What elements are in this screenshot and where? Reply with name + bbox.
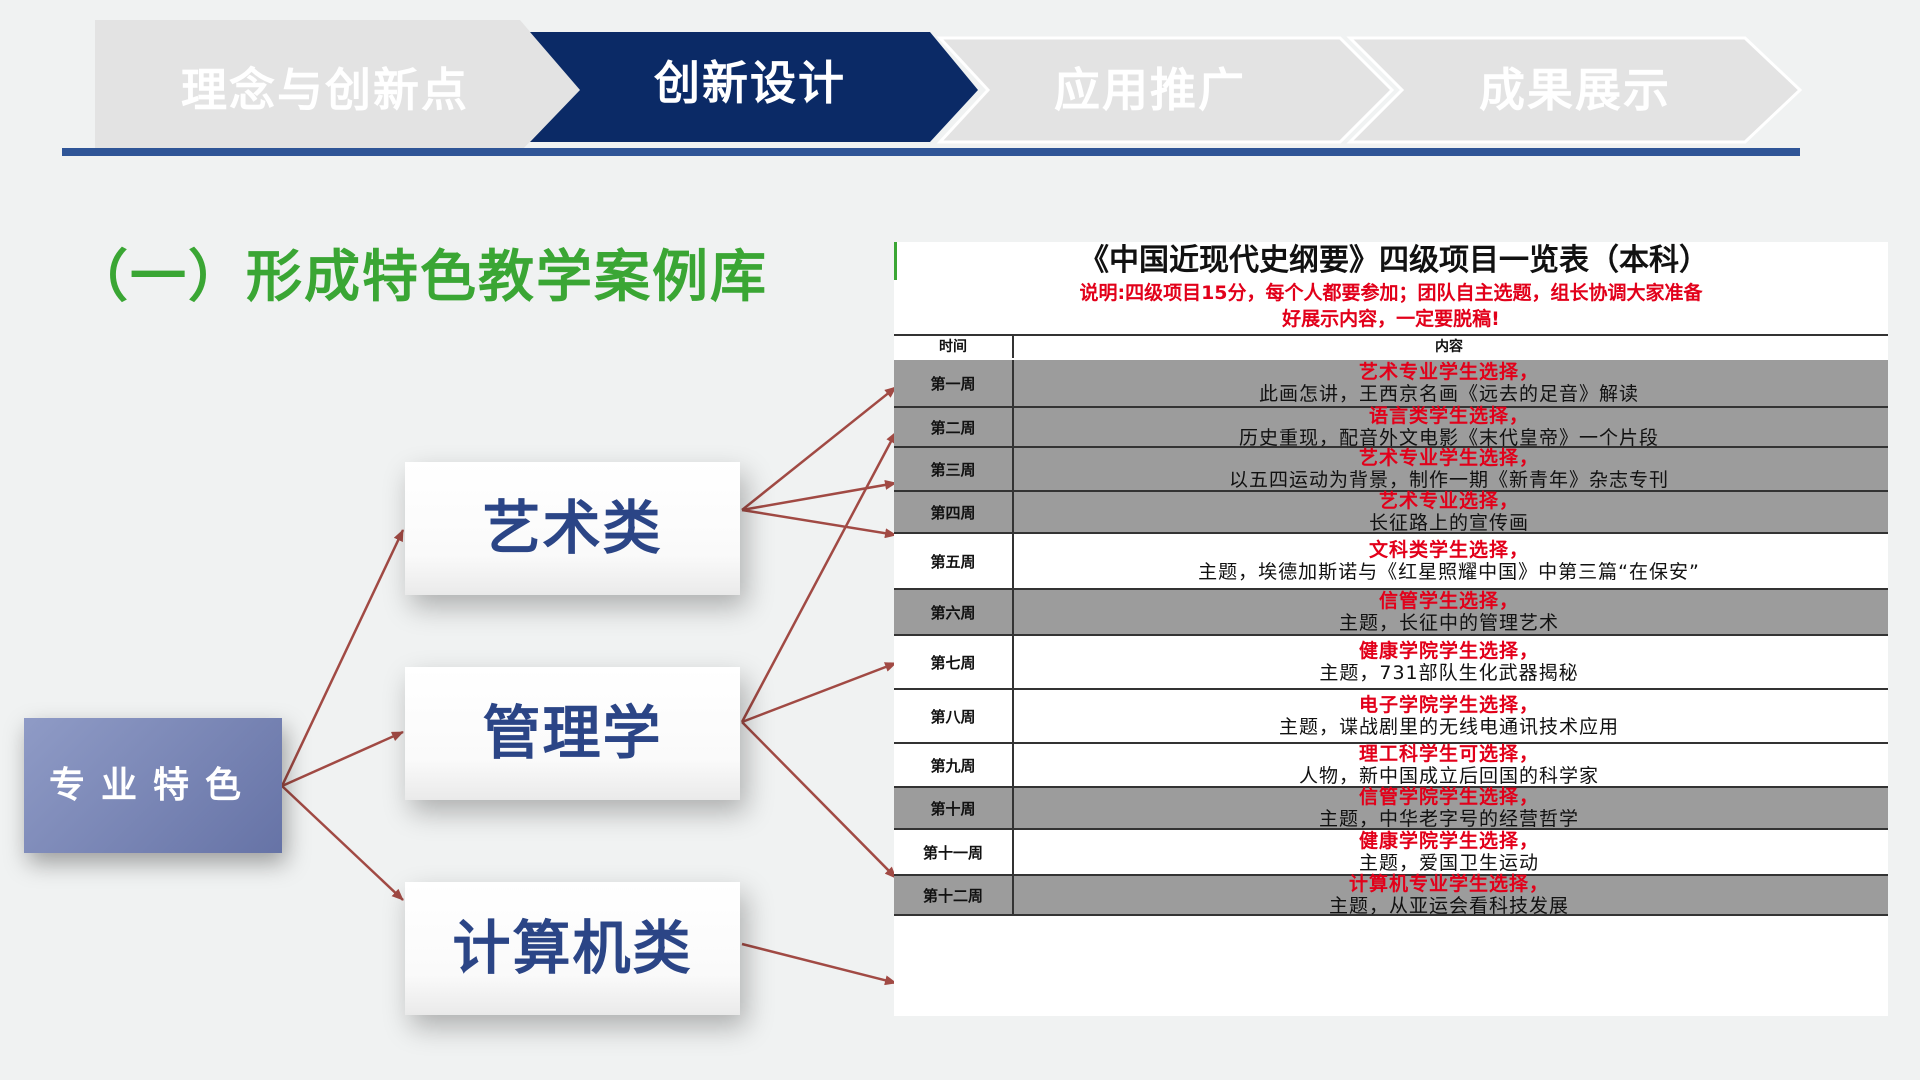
- step-tab-design[interactable]: 创新设计: [654, 56, 846, 110]
- row-week-label: 第七周: [894, 636, 1014, 688]
- header-week: 时间: [894, 336, 1014, 358]
- table-row: 第一周艺术专业学生选择，此画怎讲，王西京名画《远去的足音》解读: [894, 360, 1888, 408]
- row-topic-text: 主题，731部队生化武器揭秘: [1319, 662, 1579, 684]
- step-tab-results[interactable]: 成果展示: [1479, 63, 1671, 117]
- arrow-root-to-management: [281, 730, 404, 788]
- row-topic-text: 主题，长征中的管理艺术: [1338, 612, 1559, 634]
- row-topic-text: 此画怎讲，王西京名画《远去的足音》解读: [1258, 383, 1639, 405]
- row-content: 信管学院学生选择，主题，中华老字号的经营哲学: [1014, 786, 1884, 830]
- arrow-art-to-week4: [741, 508, 897, 539]
- table-note: 说明:四级项目15分，每个人都要参加；团队自主选题，组长协调大家准备 好展示内容…: [898, 280, 1884, 332]
- row-week-label: 第八周: [894, 690, 1014, 742]
- row-audience-text: 理工科学生可选择，: [1358, 743, 1539, 765]
- table-note-line-1: 说明:四级项目15分，每个人都要参加；团队自主选题，组长协调大家准备: [1079, 282, 1703, 304]
- row-topic-text: 主题，谍战剧里的无线电通讯技术应用: [1278, 716, 1619, 738]
- row-topic-text: 主题，爱国卫生运动: [1358, 852, 1539, 874]
- row-content: 电子学院学生选择，主题，谍战剧里的无线电通讯技术应用: [1014, 690, 1884, 742]
- step-3-shape: [936, 36, 1395, 144]
- row-week-label: 第四周: [894, 492, 1014, 532]
- step-tab-concept[interactable]: 理念与创新点: [181, 63, 469, 117]
- arrow-management-to-week2: [740, 431, 898, 723]
- table-row: 第六周信管学生选择，主题，长征中的管理艺术: [894, 590, 1888, 636]
- arrow-management-to-week6: [741, 661, 897, 724]
- row-week-label: 第十周: [894, 788, 1014, 828]
- table-row: 第二周语言类学生选择，历史重现，配音外文电影《末代皇帝》一个片段: [894, 405, 1888, 449]
- row-week-label: 第九周: [894, 744, 1014, 786]
- step-1-shape: [95, 20, 580, 152]
- arrow-computer-to-week12: [741, 942, 897, 986]
- row-content: 艺术专业学生选择，此画怎讲，王西京名画《远去的足音》解读: [1014, 360, 1884, 406]
- arrow-management-to-week10: [741, 721, 897, 879]
- section-title: （一）形成特色教学案例库: [72, 245, 768, 310]
- row-audience-text: 电子学院学生选择，: [1358, 694, 1539, 716]
- row-content: 信管学生选择，主题，长征中的管理艺术: [1014, 590, 1884, 634]
- row-audience-text: 信管学院学生选择，: [1358, 786, 1539, 808]
- root-node-major-features: 专业特色: [24, 718, 282, 853]
- row-audience-text: 语言类学生选择，: [1368, 405, 1529, 427]
- table-row: 第十二周计算机专业学生选择，主题，从亚运会看科技发展: [894, 873, 1888, 917]
- row-audience-text: 健康学院学生选择，: [1358, 830, 1539, 852]
- category-node-computer: 计算机类: [405, 882, 740, 1015]
- row-content: 文科类学生选择，主题，埃德加斯诺与《红星照耀中国》中第三篇“在保安”: [1014, 534, 1884, 588]
- table-title: 《中国近现代史纲要》四级项目一览表（本科）: [894, 242, 1888, 280]
- row-content: 语言类学生选择，历史重现，配音外文电影《末代皇帝》一个片段: [1014, 405, 1884, 449]
- row-audience-text: 艺术专业学生选择，: [1358, 361, 1539, 383]
- table-note-line-2: 好展示内容，一定要脱稿!: [1282, 308, 1500, 330]
- row-audience-text: 文科类学生选择，: [1368, 539, 1529, 561]
- table-row: 第九周理工科学生可选择，人物，新中国成立后回国的科学家: [894, 743, 1888, 788]
- row-content: 健康学院学生选择，主题，731部队生化武器揭秘: [1014, 636, 1884, 688]
- project-schedule-table: 《中国近现代史纲要》四级项目一览表（本科） 说明:四级项目15分，每个人都要参加…: [894, 242, 1888, 1016]
- row-content: 艺术专业选择，长征路上的宣传画: [1014, 490, 1884, 534]
- row-week-label: 第十一周: [894, 830, 1014, 874]
- row-content: 计算机专业学生选择，主题，从亚运会看科技发展: [1014, 873, 1884, 917]
- table-row: 第四周艺术专业选择，长征路上的宣传画: [894, 490, 1888, 534]
- row-week-label: 第一周: [894, 360, 1014, 406]
- row-audience-text: 计算机专业学生选择，: [1348, 873, 1549, 895]
- step-tab-promotion[interactable]: 应用推广: [1054, 63, 1246, 117]
- category-node-art: 艺术类: [405, 462, 740, 595]
- step-4-shape: [1346, 36, 1803, 144]
- row-audience-text: 信管学生选择，: [1378, 590, 1519, 612]
- row-topic-text: 历史重现，配音外文电影《末代皇帝》一个片段: [1238, 427, 1659, 449]
- nav-underline-bar: [62, 148, 1800, 156]
- row-content: 理工科学生可选择，人物，新中国成立后回国的科学家: [1014, 743, 1884, 787]
- table-row: 第七周健康学院学生选择，主题，731部队生化武器揭秘: [894, 636, 1888, 690]
- table-row: 第八周电子学院学生选择，主题，谍战剧里的无线电通讯技术应用: [894, 690, 1888, 744]
- row-audience-text: 艺术专业学生选择，: [1358, 447, 1539, 469]
- table-header-row: 时间 内容: [894, 334, 1888, 362]
- arrow-root-to-computer: [281, 785, 404, 901]
- row-topic-text: 主题，从亚运会看科技发展: [1328, 895, 1569, 917]
- category-node-management: 管理学: [405, 667, 740, 800]
- table-row: 第三周艺术专业学生选择，以五四运动为背景，制作一期《新青年》杂志专刊: [894, 447, 1888, 492]
- row-week-label: 第六周: [894, 590, 1014, 634]
- header-content: 内容: [1435, 339, 1463, 355]
- row-audience-text: 艺术专业选择，: [1378, 490, 1519, 512]
- row-week-label: 第三周: [894, 448, 1014, 490]
- row-topic-text: 主题，中华老字号的经营哲学: [1318, 808, 1579, 830]
- row-topic-text: 以五四运动为背景，制作一期《新青年》杂志专刊: [1228, 469, 1669, 491]
- arrow-art-to-week1: [741, 386, 897, 511]
- table-row: 第十一周健康学院学生选择，主题，爱国卫生运动: [894, 830, 1888, 876]
- table-row: 第十周信管学院学生选择，主题，中华老字号的经营哲学: [894, 786, 1888, 830]
- arrow-art-to-week3: [741, 479, 897, 512]
- row-topic-text: 人物，新中国成立后回国的科学家: [1298, 765, 1599, 787]
- row-content: 艺术专业学生选择，以五四运动为背景，制作一期《新青年》杂志专刊: [1014, 447, 1884, 491]
- row-content: 健康学院学生选择，主题，爱国卫生运动: [1014, 830, 1884, 874]
- row-week-label: 第十二周: [894, 876, 1014, 914]
- arrow-root-to-art: [280, 529, 405, 787]
- table-row: 第五周文科类学生选择，主题，埃德加斯诺与《红星照耀中国》中第三篇“在保安”: [894, 534, 1888, 590]
- step-navigation: 理念与创新点 创新设计 应用推广 成果展示: [0, 0, 1920, 160]
- step-arrows-graphic: [95, 20, 1803, 152]
- row-week-label: 第五周: [894, 534, 1014, 588]
- row-audience-text: 健康学院学生选择，: [1358, 640, 1539, 662]
- table-body: 第一周艺术专业学生选择，此画怎讲，王西京名画《远去的足音》解读第二周语言类学生选…: [894, 360, 1888, 1016]
- row-week-label: 第二周: [894, 408, 1014, 446]
- row-topic-text: 主题，埃德加斯诺与《红星照耀中国》中第三篇“在保安”: [1198, 561, 1700, 583]
- row-topic-text: 长征路上的宣传画: [1368, 512, 1529, 534]
- step-2-shape: [530, 32, 978, 142]
